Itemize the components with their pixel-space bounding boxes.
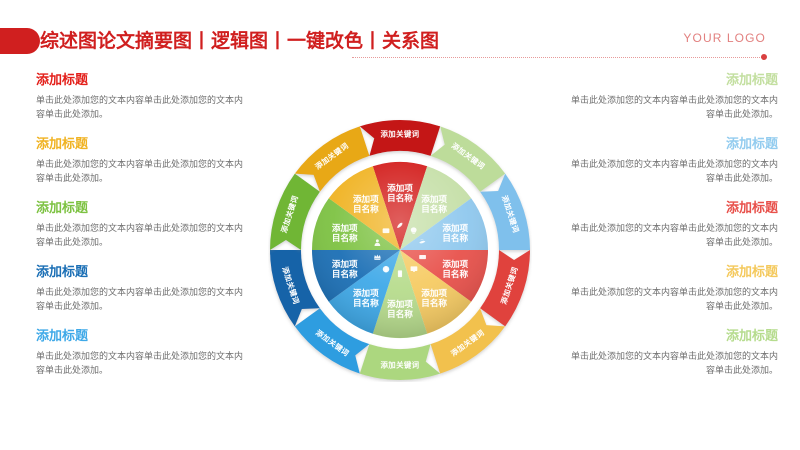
rocket-icon: [396, 222, 403, 230]
ring-label-0: 添加关键词: [381, 130, 420, 139]
ring-label-5: 添加关键词: [381, 361, 420, 370]
segment-label-7: 添加项目名称: [332, 257, 358, 279]
right-body-2: 单击此处添加您的文本内容单击此处添加您的文本内容单击此处添加。: [570, 160, 778, 184]
wheel-svg: 添加关键词添加项目名称添加关键词添加项目名称添加关键词添加项目名称添加关键词添加…: [270, 120, 530, 380]
logo-placeholder: YOUR LOGO: [683, 31, 766, 45]
header-divider: [352, 57, 764, 58]
segment-label-4: 添加项目名称: [421, 286, 447, 308]
right-title-4: 添加标题: [725, 265, 778, 280]
right-block-5: 添加标题 单击此处添加您的文本内容单击此处添加您的文本内容单击此处添加。: [566, 328, 778, 378]
left-body-5: 单击此处添加您的文本内容单击此处添加您的文本内容单击此处添加。: [36, 352, 244, 376]
ring-segment-coral-red[interactable]: [480, 250, 530, 327]
right-body-4: 单击此处添加您的文本内容单击此处添加您的文本内容单击此处添加。: [570, 288, 778, 312]
page-title: 综述图论文摘要图丨逻辑图丨一键改色丨关系图: [40, 30, 440, 52]
crown-icon: [374, 254, 381, 260]
left-title-5: 添加标题: [36, 329, 89, 344]
ring-segment-green-left[interactable]: [270, 173, 320, 250]
right-block-2: 添加标题 单击此处添加您的文本内容单击此处添加您的文本内容单击此处添加。: [566, 136, 778, 186]
card-icon: [419, 254, 426, 260]
right-text-column: 添加标题 单击此处添加您的文本内容单击此处添加您的文本内容单击此处添加。 添加标…: [566, 72, 778, 392]
segment-label-2: 添加项目名称: [442, 222, 468, 244]
monitor-icon: [410, 266, 418, 273]
segment-label-8: 添加项目名称: [332, 222, 358, 244]
segment-label-9: 添加项目名称: [353, 193, 379, 215]
circular-wheel-diagram: 添加关键词添加项目名称添加关键词添加项目名称添加关键词添加项目名称添加关键词添加…: [268, 118, 532, 382]
right-body-1: 单击此处添加您的文本内容单击此处添加您的文本内容单击此处添加。: [570, 96, 778, 120]
segment-label-0: 添加项目名称: [387, 181, 413, 203]
lightbulb-icon: [410, 227, 417, 234]
left-block-4: 添加标题 单击此处添加您的文本内容单击此处添加您的文本内容单击此处添加。: [36, 264, 248, 314]
right-title-5: 添加标题: [725, 329, 778, 344]
right-block-1: 添加标题 单击此处添加您的文本内容单击此处添加您的文本内容单击此处添加。: [566, 72, 778, 122]
globe-icon: [382, 265, 390, 273]
ring-segment-red-top[interactable]: [359, 120, 441, 156]
left-block-5: 添加标题 单击此处添加您的文本内容单击此处添加您的文本内容单击此处添加。: [36, 328, 248, 378]
wheel-icon-group: [374, 222, 426, 278]
right-body-5: 单击此处添加您的文本内容单击此处添加您的文本内容单击此处添加。: [570, 352, 778, 376]
left-title-3: 添加标题: [36, 201, 89, 216]
left-block-3: 添加标题 单击此处添加您的文本内容单击此处添加您的文本内容单击此处添加。: [36, 200, 248, 250]
segment-label-6: 添加项目名称: [353, 286, 379, 308]
right-title-1: 添加标题: [725, 73, 778, 88]
right-block-4: 添加标题 单击此处添加您的文本内容单击此处添加您的文本内容单击此处添加。: [566, 264, 778, 314]
left-text-column: 添加标题 单击此处添加您的文本内容单击此处添加您的文本内容单击此处添加。 添加标…: [36, 72, 248, 392]
header: 综述图论文摘要图丨逻辑图丨一键改色丨关系图 YOUR LOGO: [0, 12, 800, 60]
left-body-2: 单击此处添加您的文本内容单击此处添加您的文本内容单击此处添加。: [36, 160, 244, 184]
ring-segment-darkblue[interactable]: [270, 250, 320, 327]
right-block-3: 添加标题 单击此处添加您的文本内容单击此处添加您的文本内容单击此处添加。: [566, 200, 778, 250]
header-accent-pill: [0, 28, 40, 54]
left-body-4: 单击此处添加您的文本内容单击此处添加您的文本内容单击此处添加。: [36, 288, 244, 312]
segment-label-1: 添加项目名称: [421, 193, 447, 215]
left-title-4: 添加标题: [36, 265, 89, 280]
ring-segment-amber-left[interactable]: [294, 126, 370, 192]
ring-segment-lightgreen-bottom[interactable]: [359, 344, 441, 380]
left-title-2: 添加标题: [36, 137, 89, 152]
hand-icon: [419, 239, 426, 244]
phone-icon: [397, 270, 403, 278]
right-title-2: 添加标题: [725, 137, 778, 152]
left-title-1: 添加标题: [36, 73, 89, 88]
right-body-3: 单击此处添加您的文本内容单击此处添加您的文本内容单击此处添加。: [570, 224, 778, 248]
left-body-3: 单击此处添加您的文本内容单击此处添加您的文本内容单击此处添加。: [36, 224, 244, 248]
wallet-icon: [382, 228, 390, 234]
person-icon: [374, 239, 381, 247]
ring-segment-lightblue[interactable]: [480, 173, 530, 250]
segment-label-3: 添加项目名称: [442, 257, 468, 279]
right-title-3: 添加标题: [725, 201, 778, 216]
ring-segment-amber-right[interactable]: [430, 308, 506, 374]
left-body-1: 单击此处添加您的文本内容单击此处添加您的文本内容单击此处添加。: [36, 96, 244, 120]
header-divider-dot: [761, 54, 767, 60]
left-block-1: 添加标题 单击此处添加您的文本内容单击此处添加您的文本内容单击此处添加。: [36, 72, 248, 122]
segment-label-5: 添加项目名称: [387, 298, 413, 320]
left-block-2: 添加标题 单击此处添加您的文本内容单击此处添加您的文本内容单击此处添加。: [36, 136, 248, 186]
